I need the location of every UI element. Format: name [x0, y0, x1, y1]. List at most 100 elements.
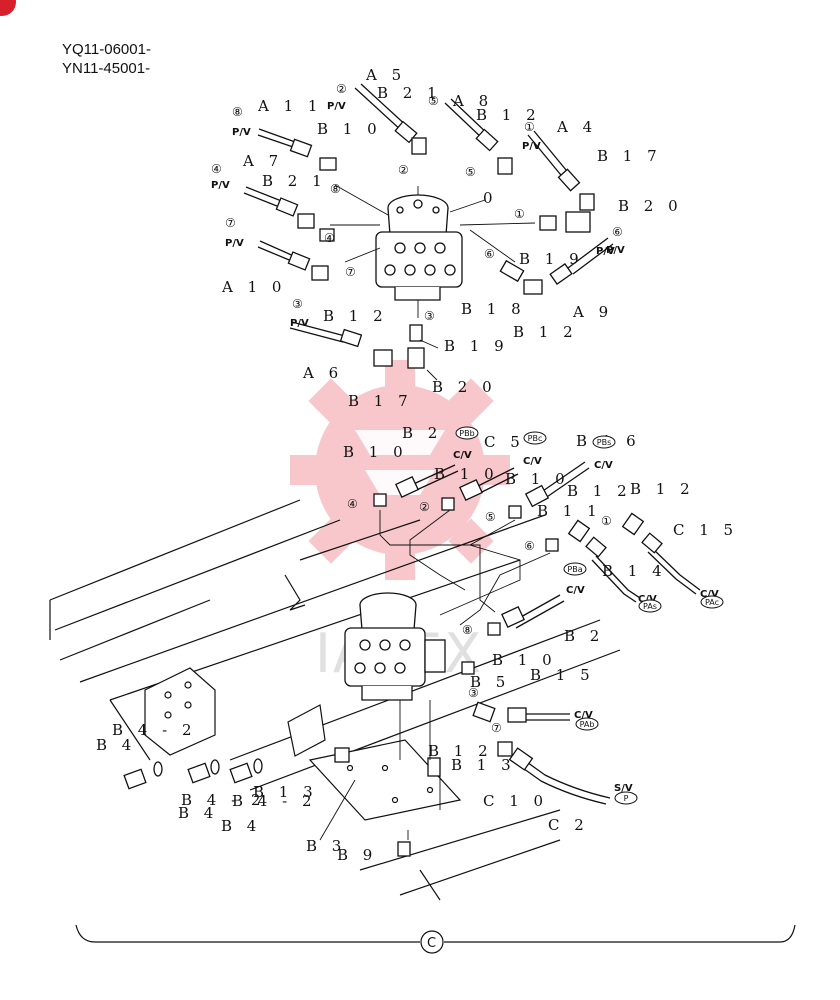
part-label: B 1 0: [317, 120, 382, 138]
upper-fittings: [275, 120, 595, 369]
part-label: B 4: [221, 817, 261, 835]
port-number: ⑥: [484, 247, 495, 261]
valve-tag: P/V: [522, 141, 541, 152]
port-oval-outline: [614, 791, 638, 805]
serial-range-line-1: YQ11-06001-: [62, 41, 151, 58]
part-label: B 4: [178, 804, 218, 822]
valve-tag: P/V: [232, 127, 251, 138]
port-oval-outline: [700, 595, 724, 609]
part-label: B 1 2: [567, 482, 632, 500]
port-number: ②: [398, 163, 409, 177]
lower-part-labels: B 2C 5B 1 6B 1 0B 1 0B 1 0B 1 2B 1 2B 1 …: [96, 424, 738, 864]
part-label: B 1 2: [323, 307, 388, 325]
port-number: ⑧: [232, 105, 243, 119]
valve-tag: C/V: [523, 456, 542, 467]
valve-tag: C/V: [638, 594, 657, 605]
part-label: B 1 2: [630, 480, 695, 498]
part-label: A 1 1: [257, 97, 322, 115]
part-label: B 1 1: [537, 502, 602, 520]
valve-tag: P/V: [606, 245, 625, 256]
section-marker: C: [427, 936, 436, 951]
part-label: B 1 9: [444, 337, 509, 355]
part-label: C 1 5: [673, 521, 738, 539]
port-oval-tag: PAb: [580, 720, 595, 729]
part-label: B 1 7: [348, 392, 413, 410]
part-label: A 7: [242, 152, 283, 170]
port-oval-outline: [575, 717, 599, 731]
part-label: B 4 - 2: [181, 791, 265, 809]
part-label: C 1 0: [483, 792, 548, 810]
part-label: 0: [483, 189, 498, 207]
port-number: ⑤: [428, 94, 439, 108]
valve-tag: P/V: [596, 246, 615, 257]
part-label: B 1 8: [461, 300, 526, 318]
port-number: ③: [424, 309, 435, 323]
valve-tag: P/V: [211, 180, 230, 191]
port-oval-tag: PBc: [528, 434, 543, 443]
valve-tag: C/V: [574, 710, 593, 721]
port-number: ③: [292, 297, 303, 311]
part-label: B 3: [306, 837, 346, 855]
part-label: A 1 0: [221, 278, 286, 296]
serial-range-line-2: YN11-45001-: [62, 60, 151, 77]
part-label: B 1 3: [253, 783, 318, 801]
part-label: B 1 3: [451, 756, 516, 774]
port-number: ①: [524, 120, 535, 134]
port-number: ⑥: [524, 539, 535, 553]
part-label: B 1 7: [597, 147, 662, 165]
valve-tag: C/V: [700, 589, 719, 600]
port-number: ④: [324, 231, 335, 245]
valve-tag: C/V: [566, 585, 585, 596]
upper-frame-plate: [49, 499, 621, 901]
port-oval-outline: [455, 426, 479, 440]
upper-leader-lines: [330, 184, 536, 381]
port-number: ⑦: [225, 216, 236, 230]
port-number: ③: [468, 686, 479, 700]
port-oval-tag: PBb: [459, 429, 474, 438]
part-label: C 5: [484, 433, 525, 451]
port-oval-tag: PAc: [705, 598, 719, 607]
part-label: A 5: [365, 66, 406, 84]
port-number: ①: [514, 207, 525, 221]
port-oval-outline: [523, 431, 547, 445]
part-label: B 1 0: [505, 470, 570, 488]
part-label: B 1 0: [492, 651, 557, 669]
port-number: ⑤: [465, 165, 476, 179]
port-number: ⑧: [330, 182, 341, 196]
part-label: B 2 0: [618, 197, 683, 215]
lower-routing-lines: [319, 509, 551, 841]
part-label: B 2 0: [432, 378, 497, 396]
port-oval-tag: P: [624, 794, 629, 803]
part-label: B 1 5: [530, 666, 595, 684]
part-label: C 2: [548, 816, 589, 834]
swivel-valve-block-upper: [375, 194, 463, 301]
port-number: ①: [601, 514, 612, 528]
part-label: B 4 - 2: [232, 792, 316, 810]
port-number: ⑦: [345, 265, 356, 279]
valve-tag: C/V: [594, 460, 613, 471]
swivel-valve-block-lower: [344, 592, 446, 701]
port-number: ⑤: [485, 510, 496, 524]
part-label: B 1 2: [476, 106, 541, 124]
part-label: B 1 0: [434, 465, 499, 483]
valve-tag: P/V: [225, 238, 244, 249]
part-label: B 4 - 2: [112, 721, 196, 739]
port-oval-tag: PBa: [567, 565, 582, 574]
port-oval-outline: [638, 599, 662, 613]
port-oval-outline: [592, 435, 616, 449]
upper-hoses: [243, 83, 614, 343]
part-label: A 4: [556, 118, 597, 136]
part-label: B 4: [96, 736, 136, 754]
section-bracket: [75, 924, 796, 954]
port-oval-outline: [563, 562, 587, 576]
part-label: B 1 9: [519, 250, 584, 268]
part-label: A 8: [452, 92, 493, 110]
port-number: ④: [347, 497, 358, 511]
part-label: B 2: [402, 424, 442, 442]
port-number: ②: [336, 82, 347, 96]
valve-tag: C/V: [453, 450, 472, 461]
